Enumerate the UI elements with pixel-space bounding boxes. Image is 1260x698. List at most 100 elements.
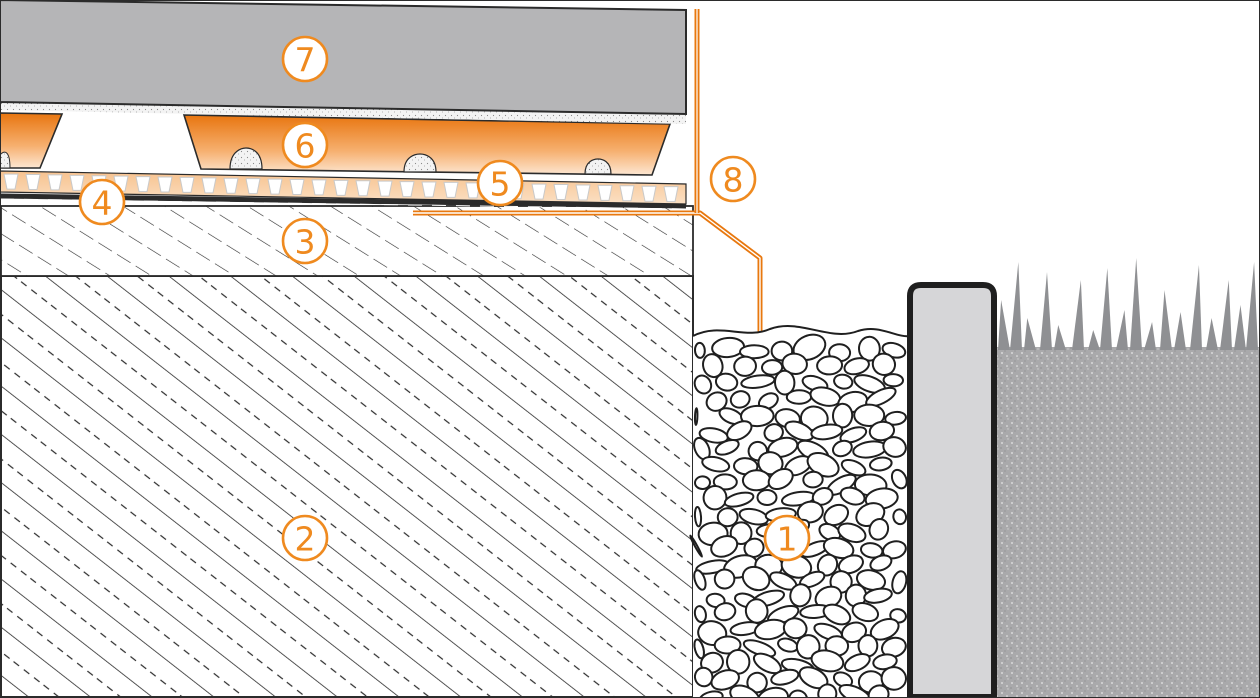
mat-cell (223, 177, 239, 194)
gravel-stone (811, 487, 834, 506)
mat-cell (553, 184, 569, 201)
gravel-stone (741, 565, 771, 592)
gravel-stone (892, 508, 908, 526)
gravel-stone (822, 536, 855, 560)
mat-cell (267, 178, 283, 195)
gravel-stone (693, 506, 703, 528)
gravel-stone (770, 668, 800, 686)
grass-blade (1130, 258, 1142, 350)
callout-7: 7 (281, 35, 329, 83)
grass-blade (1206, 318, 1218, 350)
gravel-stone (756, 489, 778, 506)
gravel-stone (702, 353, 724, 379)
gravel-stone (839, 426, 868, 444)
gravel-stone (838, 684, 872, 698)
mat-cell (641, 185, 657, 202)
gravel-stone (693, 341, 706, 359)
support-pads-layer (0, 112, 672, 176)
gravel-stone (871, 352, 897, 376)
gravel-stone (868, 456, 893, 472)
mat-cell (575, 184, 591, 201)
gravel-drainage-layer (689, 325, 911, 698)
gravel-stone (716, 507, 739, 528)
gravel-stone (781, 352, 808, 375)
gravel-stone (689, 534, 703, 558)
callout-4: 4 (78, 178, 126, 226)
mat-cell (3, 173, 19, 190)
gravel-stone (701, 455, 731, 473)
callout-8-label: 8 (723, 161, 744, 200)
gravel-stone (789, 583, 812, 608)
gravel-stone (693, 666, 714, 688)
gravel-stone (773, 369, 796, 396)
callout-5: 5 (476, 159, 524, 207)
gravel-stone (880, 636, 907, 658)
gravel-stone (857, 335, 881, 362)
mat-cell (421, 181, 437, 198)
gravel-stone (868, 517, 890, 541)
grass-blade (1024, 318, 1036, 350)
gravel-stone (869, 554, 893, 572)
gravel-stone (694, 475, 711, 491)
gravel-stone (713, 602, 737, 622)
edge-profile (413, 9, 763, 332)
gravel-stone (714, 372, 739, 392)
callout-8: 8 (709, 155, 757, 203)
mat-cell (377, 180, 393, 197)
mat-cell (201, 177, 217, 194)
mat-cell (333, 179, 349, 196)
callout-7-label: 7 (295, 41, 316, 80)
grass-blade (1116, 310, 1128, 350)
gravel-stone (723, 491, 755, 508)
gravel-stone (891, 570, 908, 595)
mat-cell (311, 179, 327, 196)
grass-blade (1010, 262, 1022, 350)
callout-3-label: 3 (295, 223, 316, 262)
callout-1: 1 (763, 514, 811, 562)
gravel-stone (840, 621, 868, 644)
gravel-stone (882, 436, 907, 458)
gravel-stone (710, 669, 740, 691)
gravel-stone (743, 537, 765, 558)
gravel-stone (733, 355, 757, 377)
curb-stone (907, 282, 997, 698)
gravel-stone (810, 649, 845, 673)
gravel-stone (817, 683, 838, 698)
gravel-stone (839, 486, 866, 506)
gravel-stone (867, 684, 890, 698)
gravel-stone (788, 689, 809, 698)
gravel-stone (693, 407, 699, 426)
gravel-stone (767, 468, 794, 490)
grass-blade (1174, 312, 1186, 350)
callout-2-label: 2 (295, 520, 316, 559)
callout-3: 3 (281, 217, 329, 265)
callout-6-label: 6 (295, 127, 316, 166)
mat-cell (69, 174, 85, 191)
grass-blade (1190, 265, 1202, 350)
mat-cell (531, 183, 547, 200)
gravel-stone (713, 635, 742, 655)
grass-blade (1234, 305, 1246, 350)
grass-blade (998, 300, 1010, 350)
gravel-stone (882, 373, 904, 388)
gravel-stone (726, 420, 753, 442)
gravel-stone (822, 603, 852, 626)
gravel-stone (756, 686, 789, 698)
gravel-stone (853, 403, 886, 427)
gravel-stone (881, 540, 907, 560)
mat-cell (355, 180, 371, 197)
grass-blade (1072, 280, 1084, 350)
callout-1-label: 1 (777, 520, 798, 559)
mat-cell (47, 174, 63, 191)
gravel-stone (714, 438, 740, 456)
gravel-stone (816, 355, 844, 376)
grass-blade (1040, 272, 1052, 350)
callout-5-label: 5 (490, 165, 511, 204)
gravel-stone (840, 458, 867, 477)
gravel-stone (832, 671, 854, 688)
gravel-stone (693, 569, 707, 591)
gravel-stone (782, 617, 808, 640)
callout-6: 6 (281, 121, 329, 169)
mat-cell (25, 173, 41, 190)
